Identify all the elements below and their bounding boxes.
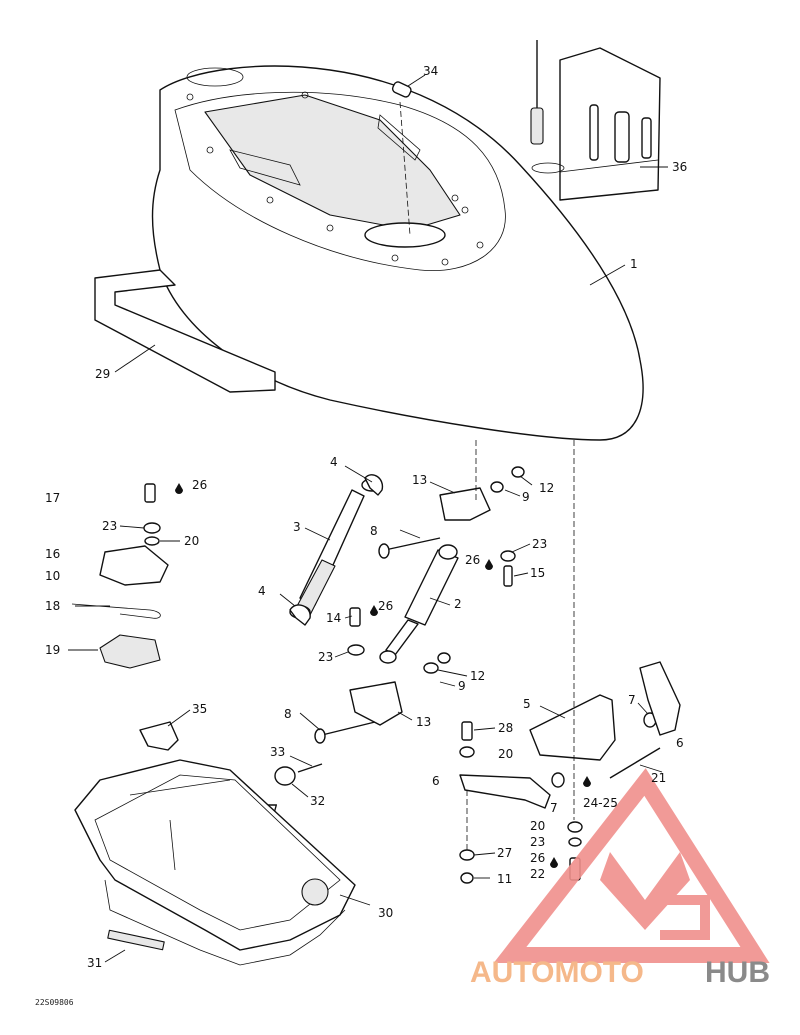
callout-7-lower: 7 <box>550 801 558 815</box>
callout-16: 16 <box>45 547 60 561</box>
callout-4-upper: 4 <box>330 455 338 469</box>
callout-20-mid: 20 <box>498 747 513 761</box>
hardware-group-center <box>347 607 451 674</box>
leader-lines <box>68 74 668 963</box>
callout-2: 2 <box>454 597 462 611</box>
part-bolt-lower <box>314 721 376 744</box>
callout-6-right: 6 <box>676 736 684 750</box>
drop-icon <box>583 776 591 787</box>
thread-locker-drop-icons <box>175 483 591 868</box>
callout-8-upper: 8 <box>370 524 378 538</box>
part-catch <box>99 634 161 669</box>
callout-21: 21 <box>651 771 666 785</box>
callout-18: 18 <box>45 599 60 613</box>
part-gasket <box>94 269 276 393</box>
part-pivot-pin <box>609 747 661 779</box>
callout-4-lower: 4 <box>258 584 266 598</box>
part-clip-lower <box>289 604 311 626</box>
part-front-cover <box>151 65 644 441</box>
callout-17: 17 <box>45 491 60 505</box>
callout-23-center: 23 <box>318 650 333 664</box>
callout-14: 14 <box>326 611 341 625</box>
callout-26-lower: 26 <box>530 851 545 865</box>
part-storage-bin <box>74 759 356 966</box>
watermark-logo <box>493 768 770 963</box>
callout-30: 30 <box>378 906 393 920</box>
callout-31: 31 <box>87 956 102 970</box>
part-link-lower <box>459 774 551 809</box>
part-tool-kit <box>530 40 661 201</box>
watermark-text-automoto: AUTOMOTO <box>470 956 644 989</box>
part-gas-spring <box>379 544 459 664</box>
callout-19: 19 <box>45 643 60 657</box>
watermark-text-hub: HUB <box>705 956 770 989</box>
callout-26-upper-right: 26 <box>465 553 480 567</box>
callout-27: 27 <box>497 846 512 860</box>
part-grommet <box>274 766 296 786</box>
part-bolt-upper <box>378 537 441 559</box>
part-link-right <box>639 661 681 736</box>
callout-13-upper: 13 <box>412 473 427 487</box>
hardware-group-left <box>143 483 161 546</box>
drop-icon <box>370 605 378 616</box>
callout-23-lower: 23 <box>530 835 545 849</box>
part-screw <box>297 763 323 773</box>
part-support-rod <box>289 478 383 619</box>
part-release-cable <box>71 603 161 619</box>
part-hinge-arm <box>529 694 616 761</box>
callout-22: 22 <box>530 867 545 881</box>
callout-9-lower: 9 <box>458 679 466 693</box>
callout-3: 3 <box>293 520 301 534</box>
callout-1: 1 <box>630 257 638 271</box>
callout-10: 10 <box>45 569 60 583</box>
assembly-dash-lines <box>399 101 575 850</box>
drop-icon <box>550 857 558 868</box>
callout-28: 28 <box>498 721 513 735</box>
callout-26-left: 26 <box>192 478 207 492</box>
callout-20-left: 20 <box>184 534 199 548</box>
callout-11: 11 <box>497 872 512 886</box>
watermark-wordmark: AUTOMOTO HUB <box>470 956 770 989</box>
callout-23-left: 23 <box>102 519 117 533</box>
part-bracket-lower <box>349 681 403 726</box>
part-bracket-upper <box>439 487 491 521</box>
callout-labels: 34 36 1 29 4 3 4 2 13 8 12 9 23 26 15 17… <box>35 64 687 1007</box>
callout-8-lower: 8 <box>284 707 292 721</box>
callout-35: 35 <box>192 702 207 716</box>
callout-36: 36 <box>672 160 687 174</box>
callout-34: 34 <box>423 64 438 78</box>
callout-15: 15 <box>530 566 545 580</box>
callout-23-upper: 23 <box>532 537 547 551</box>
cover-bolt-holes <box>186 91 484 266</box>
callout-9-upper: 9 <box>522 490 530 504</box>
callout-33: 33 <box>270 745 285 759</box>
callout-5: 5 <box>523 697 531 711</box>
callout-7-upper: 7 <box>628 693 636 707</box>
hardware-group-upper-right <box>490 466 525 587</box>
part-latch <box>99 545 169 586</box>
callout-29: 29 <box>95 367 110 381</box>
callout-32: 32 <box>310 794 325 808</box>
callout-6-lower: 6 <box>432 774 440 788</box>
drop-icon <box>175 483 183 494</box>
part-plug <box>391 81 412 98</box>
callout-26-center: 26 <box>378 599 393 613</box>
callout-12-lower: 12 <box>470 669 485 683</box>
callout-20-lower: 20 <box>530 819 545 833</box>
part-bin-strap <box>139 721 179 751</box>
callout-24-25: 24-25 <box>583 796 618 810</box>
drop-icon <box>485 559 493 570</box>
diagram-code: 22S09806 <box>35 998 74 1007</box>
part-strip <box>107 929 165 951</box>
part-clip-upper <box>364 474 384 496</box>
callout-12-upper: 12 <box>539 481 554 495</box>
callout-13-lower: 13 <box>416 715 431 729</box>
